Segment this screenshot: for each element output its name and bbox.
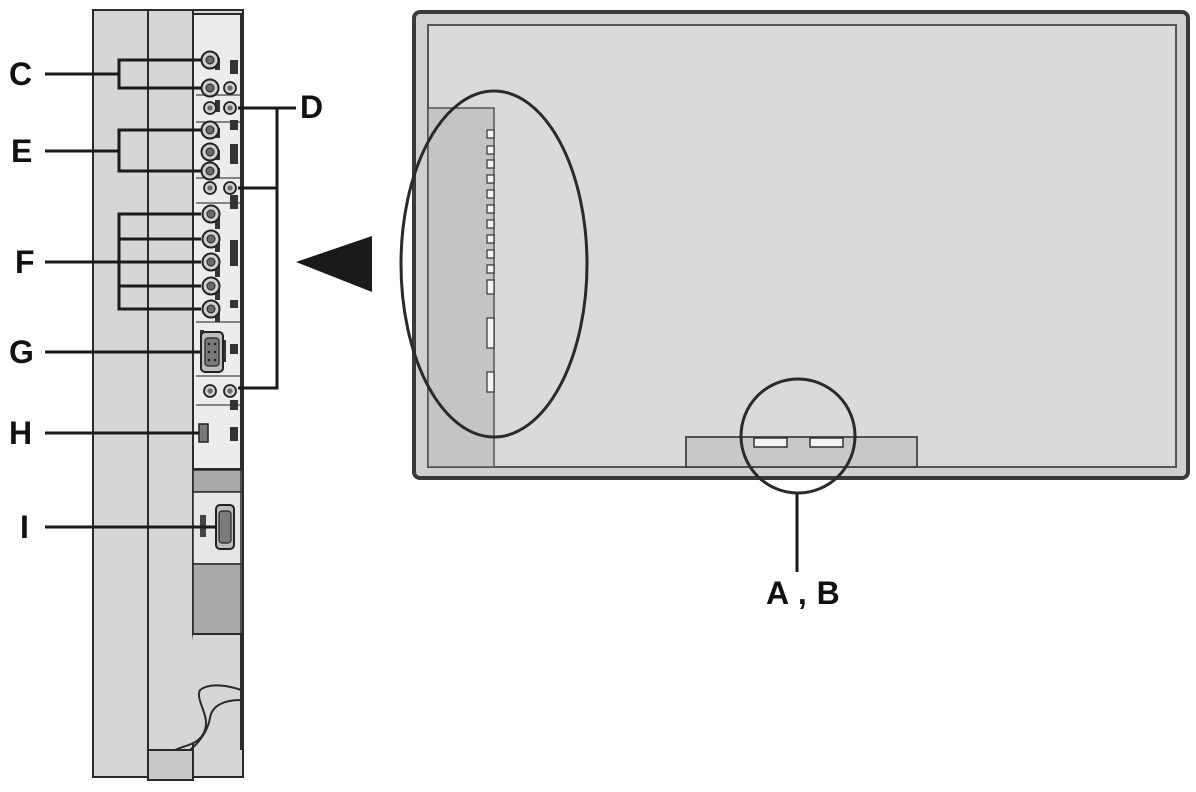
rca-jack-icon: [201, 204, 221, 224]
leader-lines: [45, 58, 799, 572]
rca-jack-icon: [200, 120, 220, 140]
rca-jack-icon: [200, 50, 220, 70]
tv-back-panel: [427, 24, 1177, 468]
rca-jack-icon: [203, 101, 217, 115]
label-i: I: [20, 509, 30, 545]
label-ab: A , B: [766, 575, 841, 611]
tv-bottom-bracket: [685, 436, 918, 468]
rca-jack-icon: [200, 78, 220, 98]
port-a: [753, 437, 788, 448]
pointer-triangle-icon: [296, 236, 372, 292]
rca-jack-icon: [201, 299, 221, 319]
label-e: E: [11, 133, 33, 169]
rca-jack-icon: [201, 276, 221, 296]
tv-rear-view: [412, 10, 1190, 480]
label-f: F: [15, 244, 36, 280]
rca-jack-icon: [223, 81, 237, 95]
rca-jack-icon: [203, 181, 217, 195]
tv-terminal-panel: [427, 107, 495, 468]
grey-block-top: [192, 469, 242, 493]
rca-jack-icon: [200, 142, 220, 162]
rca-jack-icon: [223, 181, 237, 195]
label-d: D: [300, 89, 324, 125]
hdmi-port-icon: [198, 423, 209, 443]
rca-jack-icon: [223, 101, 237, 115]
rca-jack-icon: [200, 161, 220, 181]
rca-jack-icon: [201, 229, 221, 249]
label-g: G: [9, 334, 35, 370]
grey-block-bottom: [192, 563, 242, 635]
highlight-circle-ab: [739, 377, 857, 495]
rca-jack-icon: [203, 384, 217, 398]
label-h: H: [9, 415, 33, 451]
side-view: [92, 9, 244, 781]
highlight-ellipse-terminals: [399, 89, 589, 439]
label-c: C: [9, 56, 33, 92]
d-sub-connector-icon: [200, 504, 235, 550]
rca-jack-icon: [201, 252, 221, 272]
rca-jack-icon: [223, 384, 237, 398]
side-foot: [147, 749, 194, 781]
d-sub-connector-icon: [200, 331, 224, 373]
port-b: [809, 437, 844, 448]
